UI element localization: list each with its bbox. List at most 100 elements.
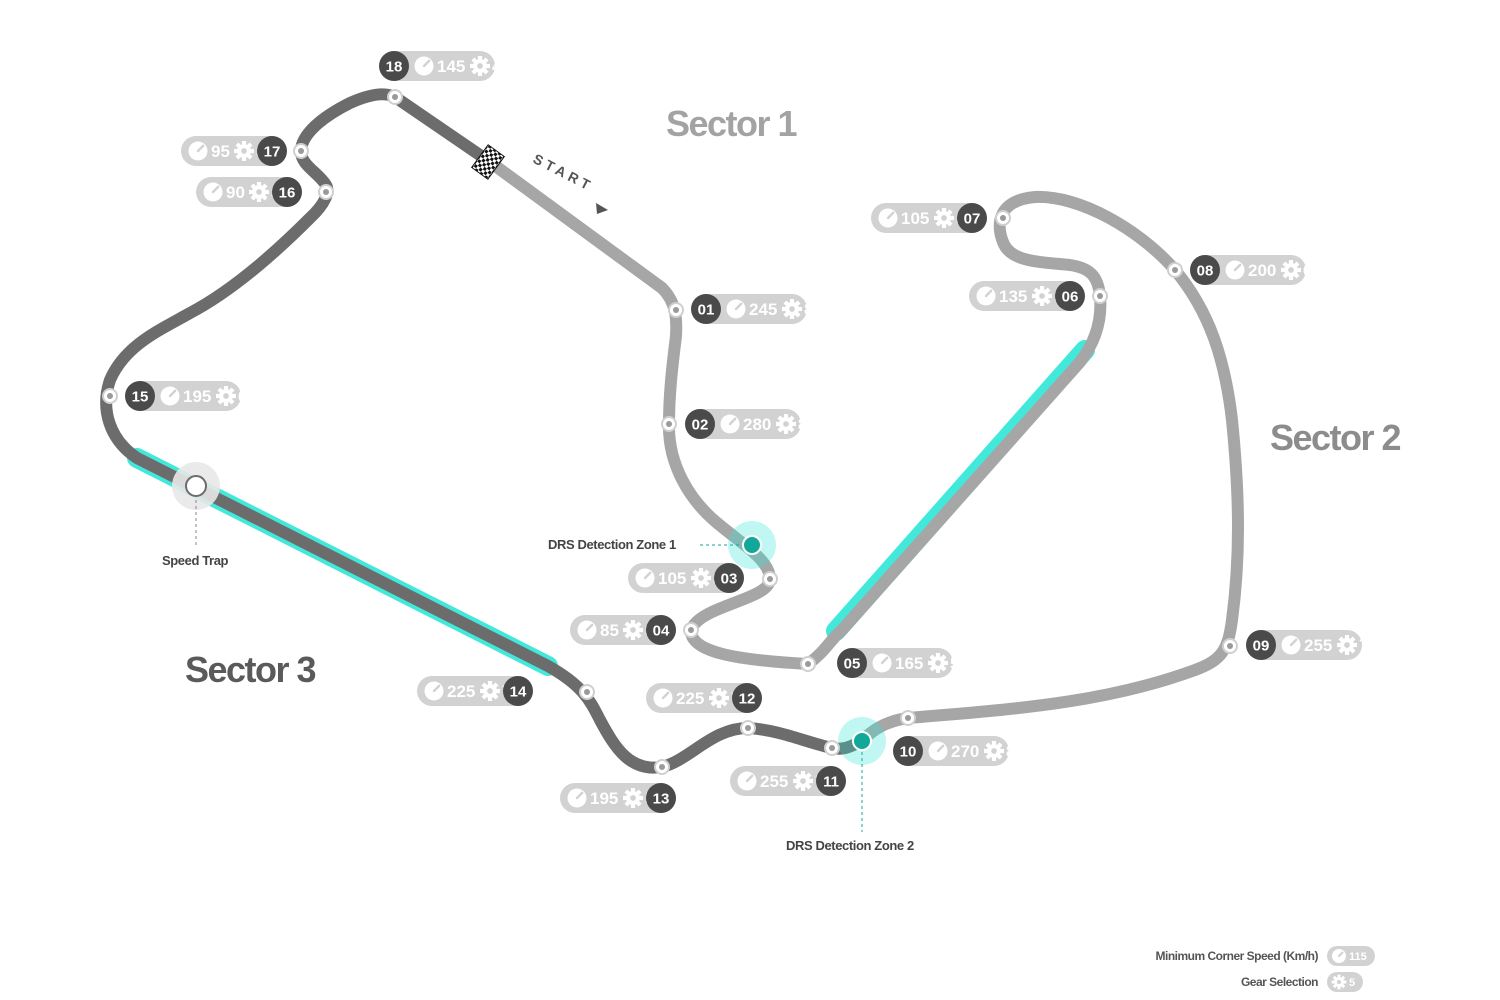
corner-min-speed: 145 [437, 57, 465, 76]
corner-min-speed: 255 [760, 772, 788, 791]
sector-3-label: Sector 3 [185, 649, 316, 690]
corner-info-pill [730, 766, 844, 796]
corner-info-pill [839, 648, 953, 678]
turn-number-badge [1055, 281, 1085, 311]
corner-marker-core [767, 576, 773, 582]
legend-speed-sample: 115 [1349, 951, 1367, 963]
checkered-flag-icon [470, 144, 506, 180]
corner-gear: 4 [492, 57, 502, 76]
corner-min-speed: 255 [1304, 636, 1332, 655]
corner-07: 105307 [871, 203, 1011, 233]
gear-icon [623, 788, 643, 808]
turn-number: 08 [1197, 263, 1214, 280]
gear-icon [691, 568, 711, 588]
turn-number-badge [646, 615, 676, 645]
corner-min-speed: 195 [183, 387, 211, 406]
corner-min-speed: 85 [600, 621, 619, 640]
turn-number: 13 [653, 791, 670, 808]
corner-marker-core [107, 393, 113, 399]
speedometer-icon [1225, 260, 1245, 280]
corner-marker-core [392, 94, 398, 100]
turn-number-badge [646, 783, 676, 813]
gear-icon [1032, 286, 1052, 306]
legend-gear-label: Gear Selection [1241, 975, 1318, 989]
speedometer-icon [872, 653, 892, 673]
corner-12: 225712 [646, 683, 762, 736]
gear-icon [1281, 260, 1301, 280]
corner-marker-core [1227, 643, 1233, 649]
gear-icon [480, 681, 500, 701]
gear-icon [216, 386, 236, 406]
corner-min-speed: 200 [1248, 261, 1276, 280]
corner-18: 145 4 18 [379, 51, 502, 105]
corner-06: 135306 [969, 281, 1108, 311]
turn-number-badge [503, 676, 533, 706]
turn-number-badge [893, 736, 923, 766]
corner-info-pill [646, 683, 760, 713]
turn-number: 11 [823, 774, 839, 791]
turn-number: 15 [132, 389, 149, 406]
corner-min-speed: 225 [676, 689, 704, 708]
corner-gear: 8 [804, 300, 813, 319]
corner-marker-core [298, 148, 304, 154]
turn-number: 06 [1062, 289, 1079, 306]
corner-gear: 8 [1006, 742, 1015, 761]
corner-14: 225714 [417, 676, 595, 706]
legend: Minimum Corner Speed (Km/h) 115 Gear Sel… [1155, 946, 1375, 992]
speed-trap-label: Speed Trap [162, 553, 229, 568]
corner-gear: 5 [950, 654, 959, 673]
gear-icon [793, 771, 813, 791]
speedometer-icon [976, 286, 996, 306]
sector-1-label: Sector 1 [666, 103, 798, 144]
corner-17: 95317 [181, 136, 309, 166]
start-label: START [531, 150, 597, 194]
speedometer-icon [878, 208, 898, 228]
gear-icon [928, 653, 948, 673]
speedometer-icon [653, 688, 673, 708]
speed-trap-marker [172, 462, 220, 548]
corner-13: 195513 [560, 759, 676, 813]
corner-marker-core [1097, 293, 1103, 299]
turn-number: 01 [698, 302, 715, 319]
turn-number: 03 [721, 571, 738, 588]
corner-min-speed: 280 [743, 415, 771, 434]
turn-number-badge [379, 51, 409, 81]
corner-marker-core [805, 661, 811, 667]
corner-marker-core [688, 627, 694, 633]
corner-info-pill [1192, 255, 1306, 285]
turn-number: 16 [279, 185, 296, 202]
speedometer-icon [635, 568, 655, 588]
corner-info-pill [1248, 630, 1362, 660]
corner-info-pill [570, 615, 674, 645]
corner-min-speed: 90 [226, 183, 245, 202]
corner-marker-core [905, 715, 911, 721]
start-straight [484, 156, 668, 294]
turn-number: 05 [844, 656, 861, 673]
gear-icon [782, 299, 802, 319]
turn-number-badge [685, 409, 715, 439]
corner-min-speed: 195 [590, 789, 618, 808]
speedometer-icon [424, 681, 444, 701]
turn-number: 07 [964, 211, 981, 228]
turn-number-badge [691, 294, 721, 324]
corner-marker-core [1000, 215, 1006, 221]
corner-min-speed: 270 [951, 742, 979, 761]
corner-marker-core [323, 189, 329, 195]
turn-number-badge [816, 766, 846, 796]
speedometer-icon [567, 788, 587, 808]
drs-detection-point-1 [700, 521, 776, 569]
turn-number-badge [272, 177, 302, 207]
turn-number: 18 [386, 59, 403, 76]
corner-marker-core [1172, 267, 1178, 273]
turn-number: 04 [653, 623, 670, 640]
corner-04: 85304 [570, 615, 699, 645]
turn-number-badge [837, 648, 867, 678]
gear-icon [1337, 635, 1357, 655]
gear-icon [1331, 974, 1347, 990]
